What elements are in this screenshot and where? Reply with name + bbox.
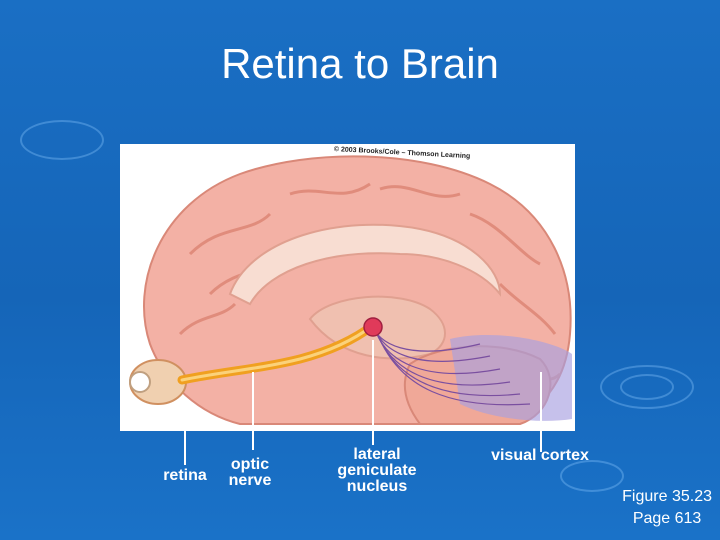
retina-leader-line	[184, 415, 186, 465]
brain-figure: © 2003 Brooks/Cole – Thomson Learning	[120, 144, 575, 431]
corpus-callosum	[228, 223, 502, 306]
lens	[129, 371, 151, 393]
ripple-decoration	[620, 374, 674, 400]
optic-nerve-label: optic nerve	[228, 456, 272, 489]
figure-reference: Figure 35.23 Page 613	[622, 488, 712, 527]
lgn-node	[363, 317, 383, 337]
slide-title: Retina to Brain	[221, 40, 499, 87]
visual-cortex-leader-line	[540, 372, 542, 452]
lgn-label: lateral geniculate nucleus	[337, 446, 417, 495]
ripple-decoration	[600, 365, 694, 409]
lgn-leader-line	[372, 340, 374, 445]
ripple-decoration	[20, 120, 104, 160]
brain-illustration	[129, 155, 572, 425]
retina-label: retina	[163, 467, 207, 484]
visual-cortex-label: visual cortex	[491, 447, 589, 464]
optic-nerve-leader-line	[252, 372, 254, 450]
ripple-decoration	[560, 460, 624, 492]
